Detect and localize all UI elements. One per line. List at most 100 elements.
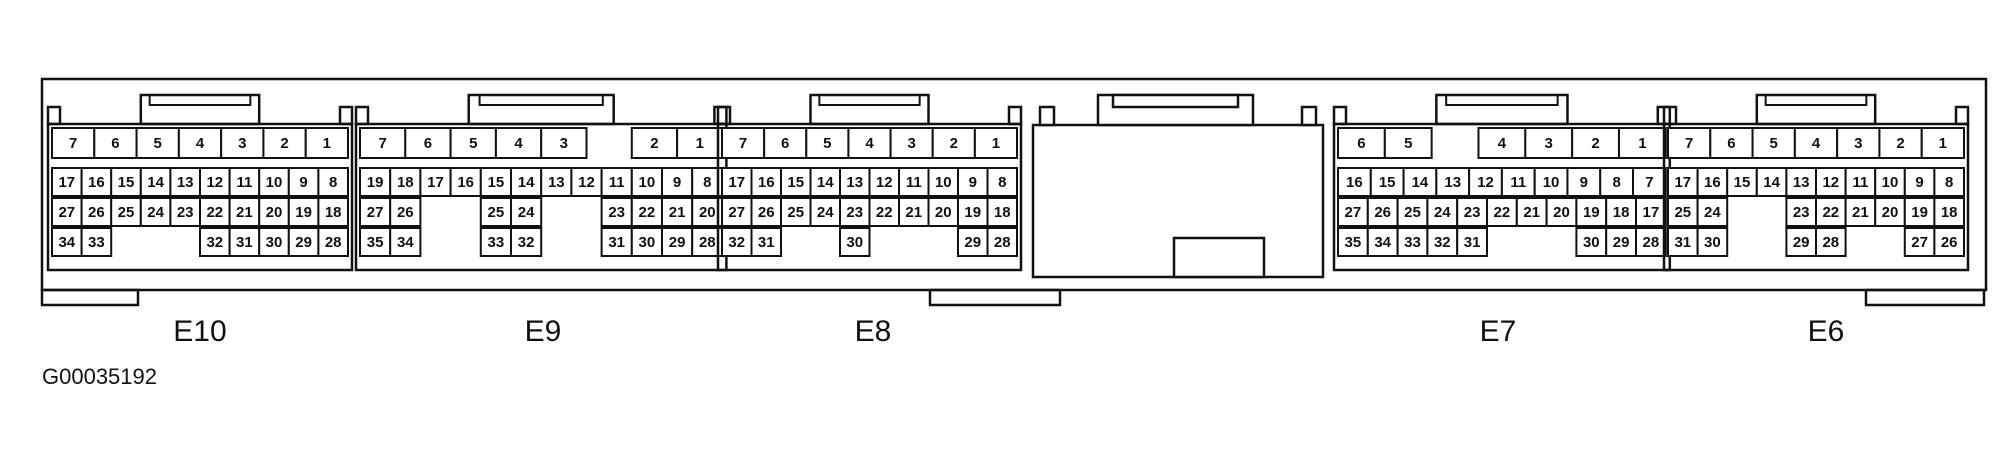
pin-number: 31 bbox=[236, 234, 253, 251]
pin-number: 15 bbox=[118, 174, 135, 191]
pin-number: 4 bbox=[1498, 135, 1507, 152]
pin-number: 28 bbox=[325, 234, 342, 251]
pin-number: 18 bbox=[325, 204, 342, 221]
pin-number: 32 bbox=[206, 234, 223, 251]
pin-number: 25 bbox=[488, 204, 505, 221]
connector-label: E8 bbox=[855, 315, 892, 348]
figure-code: G00035192 bbox=[42, 364, 157, 389]
pin-number: 22 bbox=[1494, 204, 1511, 221]
pin-number: 11 bbox=[609, 174, 625, 191]
pin-number: 31 bbox=[1464, 234, 1481, 251]
pin-number: 9 bbox=[673, 174, 681, 191]
pin-number: 28 bbox=[1643, 234, 1660, 251]
pin-number: 28 bbox=[699, 234, 716, 251]
latch bbox=[467, 93, 615, 126]
pin-cell bbox=[570, 167, 603, 197]
pin-cell bbox=[139, 197, 172, 227]
pin-cell bbox=[630, 167, 663, 197]
pin-cell bbox=[931, 127, 976, 159]
pin-number: 12 bbox=[1822, 174, 1839, 191]
pin-number: 26 bbox=[1941, 234, 1958, 251]
pin-number: 25 bbox=[118, 204, 135, 221]
pin-cell bbox=[389, 227, 422, 257]
pin-number: 29 bbox=[669, 234, 686, 251]
pin-number: 10 bbox=[1543, 174, 1560, 191]
pin-cell bbox=[139, 167, 172, 197]
pin-cell bbox=[839, 227, 871, 257]
pin-cell bbox=[1696, 167, 1729, 197]
mount-ear bbox=[1954, 105, 1970, 126]
pin-number: 19 bbox=[964, 204, 981, 221]
pin-cell bbox=[449, 167, 482, 197]
pin-number: 10 bbox=[935, 174, 952, 191]
pin-number: 6 bbox=[1357, 135, 1365, 152]
pin-number: 14 bbox=[1763, 174, 1780, 191]
pin-cell bbox=[510, 227, 543, 257]
pin-cell bbox=[1337, 197, 1369, 227]
pin-number: 12 bbox=[876, 174, 893, 191]
pin-number: 34 bbox=[58, 234, 75, 251]
pin-cell bbox=[1635, 197, 1667, 227]
pin-cell bbox=[1903, 197, 1936, 227]
pin-number: 33 bbox=[88, 234, 105, 251]
pin-cell bbox=[287, 167, 320, 197]
pin-cell bbox=[839, 167, 871, 197]
pin-number: 23 bbox=[177, 204, 194, 221]
connector-label: E6 bbox=[1808, 315, 1845, 348]
pin-number: 23 bbox=[1793, 204, 1810, 221]
pin-number: 24 bbox=[1704, 204, 1721, 221]
pin-cell bbox=[1366, 197, 1399, 227]
pin-number: 2 bbox=[280, 135, 288, 152]
pin-number: 7 bbox=[1645, 174, 1653, 191]
pin-number: 13 bbox=[177, 174, 194, 191]
latch-slot bbox=[818, 94, 921, 106]
pin-number: 10 bbox=[639, 174, 656, 191]
pin-cell bbox=[1878, 127, 1923, 159]
mount-ear bbox=[1007, 105, 1023, 126]
pin-number: 28 bbox=[1822, 234, 1839, 251]
pin-number: 7 bbox=[739, 135, 747, 152]
pin-number: 6 bbox=[111, 135, 119, 152]
pin-number: 33 bbox=[488, 234, 505, 251]
pin-cell bbox=[317, 197, 349, 227]
pin-cell bbox=[1836, 127, 1881, 159]
pin-cell bbox=[51, 197, 83, 227]
pin-cell bbox=[750, 227, 782, 257]
pin-cell bbox=[51, 227, 83, 257]
pin-number: 15 bbox=[787, 174, 804, 191]
pin-number: 25 bbox=[787, 204, 804, 221]
pin-cell bbox=[986, 197, 1018, 227]
pin-number: 27 bbox=[58, 204, 75, 221]
pin-number: 29 bbox=[964, 234, 981, 251]
pin-number: 8 bbox=[998, 174, 1006, 191]
pin-cell bbox=[1337, 167, 1372, 197]
pin-cell bbox=[986, 167, 1018, 197]
pin-number: 3 bbox=[1545, 135, 1553, 152]
pin-cell bbox=[661, 197, 694, 227]
pin-cell bbox=[1575, 197, 1608, 227]
pin-number: 26 bbox=[758, 204, 775, 221]
pin-number: 6 bbox=[1727, 135, 1735, 152]
pin-number: 4 bbox=[865, 135, 874, 152]
pin-number: 7 bbox=[69, 135, 77, 152]
pin-cell bbox=[600, 227, 633, 257]
pin-cell bbox=[540, 127, 588, 159]
pin-number: 30 bbox=[846, 234, 863, 251]
pin-number: 12 bbox=[206, 174, 223, 191]
pin-number: 11 bbox=[1852, 174, 1868, 191]
pin-cell bbox=[1903, 227, 1936, 257]
pin-number: 29 bbox=[295, 234, 312, 251]
pin-cell bbox=[80, 227, 113, 257]
pin-number: 5 bbox=[1404, 135, 1412, 152]
pin-cell bbox=[927, 197, 959, 227]
mount-ear bbox=[338, 105, 354, 126]
pin-number: 20 bbox=[935, 204, 952, 221]
pin-cell bbox=[317, 227, 349, 257]
pin-cell bbox=[110, 197, 142, 227]
pin-cell bbox=[1468, 167, 1503, 197]
pin-number: 31 bbox=[1674, 234, 1691, 251]
pin-cell bbox=[389, 197, 422, 227]
pin-cell bbox=[1575, 227, 1608, 257]
